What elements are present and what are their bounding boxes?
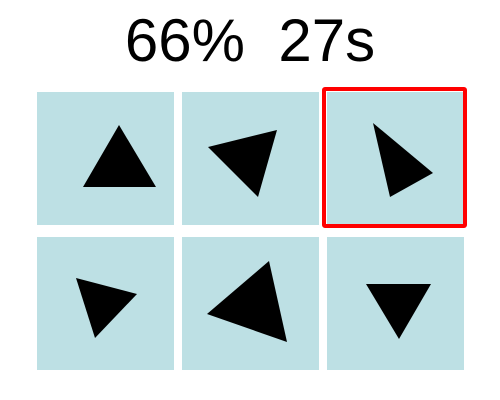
triangle-down-icon	[366, 284, 431, 339]
puzzle-tile[interactable]	[37, 92, 174, 225]
puzzle-tile[interactable]	[182, 92, 319, 225]
status-bar: 66% 27s	[0, 6, 500, 76]
puzzle-tile[interactable]	[182, 237, 319, 370]
triangle-up-icon	[83, 125, 156, 187]
triangle-down-right-icon	[208, 130, 277, 197]
puzzle-tile[interactable]	[327, 237, 464, 370]
triangle-right-icon	[76, 278, 137, 338]
puzzle-tile[interactable]	[37, 237, 174, 370]
timer-readout: 27s	[278, 7, 376, 74]
score-readout: 66%	[124, 7, 245, 74]
puzzle-tile[interactable]	[322, 87, 467, 228]
triangle-left-icon	[207, 261, 287, 342]
triangle-right-icon	[373, 123, 433, 197]
